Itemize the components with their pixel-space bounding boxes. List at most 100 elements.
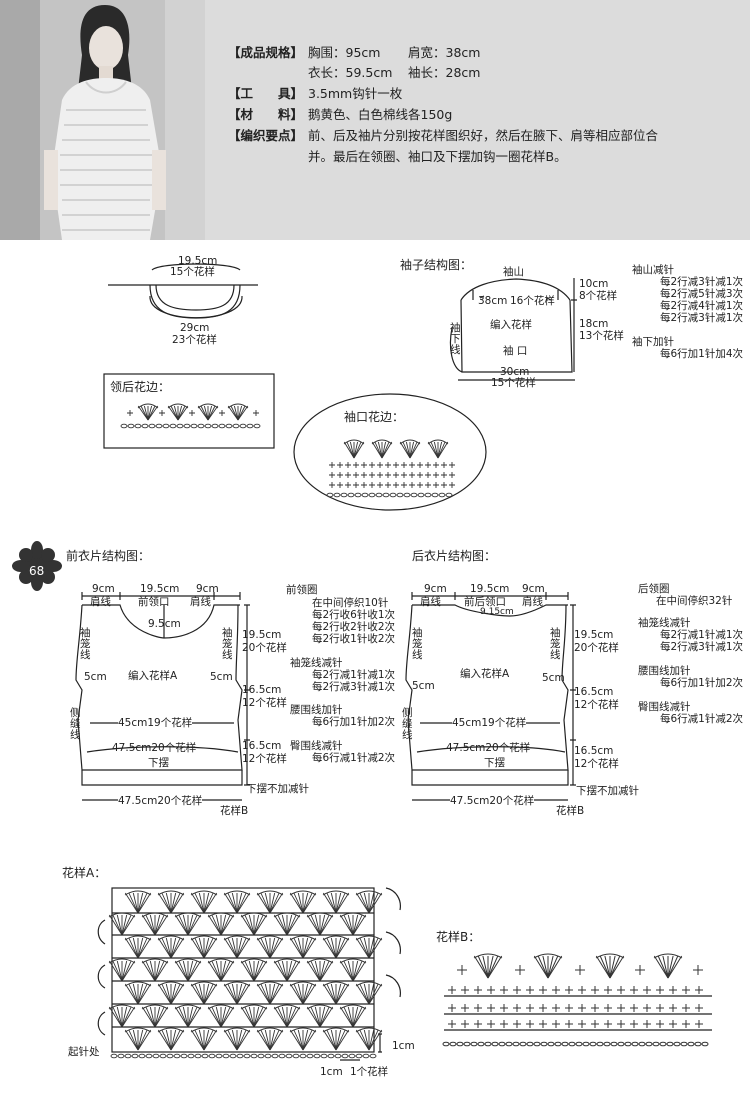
pattern-a-fan (124, 1027, 152, 1051)
spec-chest: 胸围：95cm (308, 45, 381, 60)
back-bottom-width: 47.5cm20个花样 (450, 795, 535, 807)
pattern-b-plus (461, 1004, 469, 1012)
cuff-edge-plus (385, 482, 391, 488)
pattern-b-chain (554, 1041, 562, 1047)
sleeve-title: 袖子结构图： (400, 258, 473, 272)
back-title: 后衣片结构图： (412, 549, 497, 563)
pattern-b-plus (591, 1020, 599, 1028)
pattern-a-chain (299, 1053, 307, 1059)
cuff-edge-chain (347, 492, 355, 498)
pattern-a-chain (306, 1053, 314, 1059)
pattern-b-plus (487, 986, 495, 994)
pattern-b-chain (596, 1041, 604, 1047)
sleeve-bottom-cm: 30cm (500, 366, 530, 378)
pattern-a-chain (124, 1053, 132, 1059)
collar-top-count: 15个花样 (170, 266, 215, 278)
collar-edge-chain (232, 423, 240, 429)
back-neck-block-title: 后领圈 (638, 583, 670, 595)
cuff-edge-plus (425, 462, 431, 468)
back-waist-line-1: 每6行加1针加2次 (660, 677, 744, 689)
pattern-a-chain (250, 1053, 258, 1059)
pattern-b-plus (669, 1020, 677, 1028)
pattern-b-chain (477, 1041, 485, 1047)
back-top-9a: 9cm (424, 583, 447, 595)
cuff-edge-plus (425, 482, 431, 488)
spec-length: 衣长：59.5cm (308, 65, 393, 80)
back-arm-left: 袖笼线 (412, 627, 423, 661)
pattern-b-chain (449, 1041, 457, 1047)
cuff-edge-plus (441, 472, 447, 478)
pattern-a-chain (187, 1053, 195, 1059)
pattern-b-plus (474, 1020, 482, 1028)
pattern-b-plus (617, 1004, 625, 1012)
pattern-a-fan (339, 958, 367, 982)
pattern-a-chain (334, 1053, 342, 1059)
cuff-edge-chain (326, 492, 334, 498)
back-waist-title: 腰围线加针 (638, 665, 691, 677)
pattern-a-fan (223, 935, 251, 959)
pattern-b-chain (456, 1041, 464, 1047)
pattern-a-fan (207, 958, 235, 982)
collar-edge-chain (253, 423, 261, 429)
pattern-b-chain (491, 1041, 499, 1047)
back-h2-count: 12个花样 (574, 699, 619, 711)
collar-edge-fan (137, 403, 159, 421)
cuff-edge-chain (382, 492, 390, 498)
pattern-b-plus (682, 986, 690, 994)
pattern-a-fan (141, 1004, 169, 1028)
points-row: 【编织要点】前、后及袖片分别按花样图织好，然后在腋下、肩等相应部位合 (228, 127, 658, 145)
front-neck-line-3: 每2行收2针收2次 (312, 621, 396, 633)
pattern-b-chain (442, 1041, 450, 1047)
pattern-a-fan (108, 1004, 136, 1028)
cuff-edge-plus (377, 482, 383, 488)
collar-edge-chain (211, 423, 219, 429)
pattern-b-chain (526, 1041, 534, 1047)
back-arm-line-1: 每2行减1针减1次 (660, 629, 744, 641)
pattern-a-grid (97, 887, 401, 1061)
pattern-b-plus (539, 1020, 547, 1028)
collar-edge-chain (141, 423, 149, 429)
cuff-edge-plus (345, 462, 351, 468)
pattern-b-plus (591, 986, 599, 994)
pattern-b-plus (656, 1004, 664, 1012)
collar-edge-plus (159, 410, 165, 416)
sleeve-bottom-count: 15个花样 (491, 377, 536, 389)
pattern-b-plus (526, 1004, 534, 1012)
pattern-b-plus (578, 1020, 586, 1028)
cuff-edge-chain (368, 492, 376, 498)
cuff-edge-plus (393, 472, 399, 478)
pattern-b-plus (669, 1004, 677, 1012)
front-hem: 下摆 (148, 757, 169, 769)
pattern-b-chain (498, 1041, 506, 1047)
pattern-b-plus (630, 1004, 638, 1012)
pattern-a-fan (289, 1027, 317, 1051)
pattern-b-plus (643, 986, 651, 994)
pattern-b-chain (631, 1041, 639, 1047)
back-pattern: 编入花样A (460, 668, 510, 680)
back-hem-width: 47.5cm20个花样 (446, 742, 531, 754)
pattern-a-chain (271, 1053, 279, 1059)
cuff-edge-plus (401, 462, 407, 468)
pattern-a-fan (190, 890, 218, 914)
pattern-a-chain (355, 1053, 363, 1059)
pattern-a-fan (157, 1027, 185, 1051)
back-neck-line-1: 在中间停织32针 (656, 595, 733, 607)
pattern-a-fan (306, 912, 334, 936)
cuff-edge-plus (393, 482, 399, 488)
pattern-b-chain (638, 1041, 646, 1047)
cuff-edge-plus (433, 482, 439, 488)
cuff-edge-plus (417, 462, 423, 468)
collar-edge-chain (120, 423, 128, 429)
pattern-a-fan (256, 890, 284, 914)
back-h2-cm: 16.5cm (574, 686, 614, 698)
pattern-b-plus (604, 986, 612, 994)
pattern-b-plus (448, 986, 456, 994)
sleeve-cap: 袖山 (503, 266, 524, 278)
cuff-edge-plus (361, 472, 367, 478)
front-h1-cm: 19.5cm (242, 629, 282, 641)
collar-edge-chain (225, 423, 233, 429)
back-shoulder-left: 肩线 (420, 596, 441, 608)
cuff-edge-chain (438, 492, 446, 498)
cuff-edge-chain (340, 492, 348, 498)
